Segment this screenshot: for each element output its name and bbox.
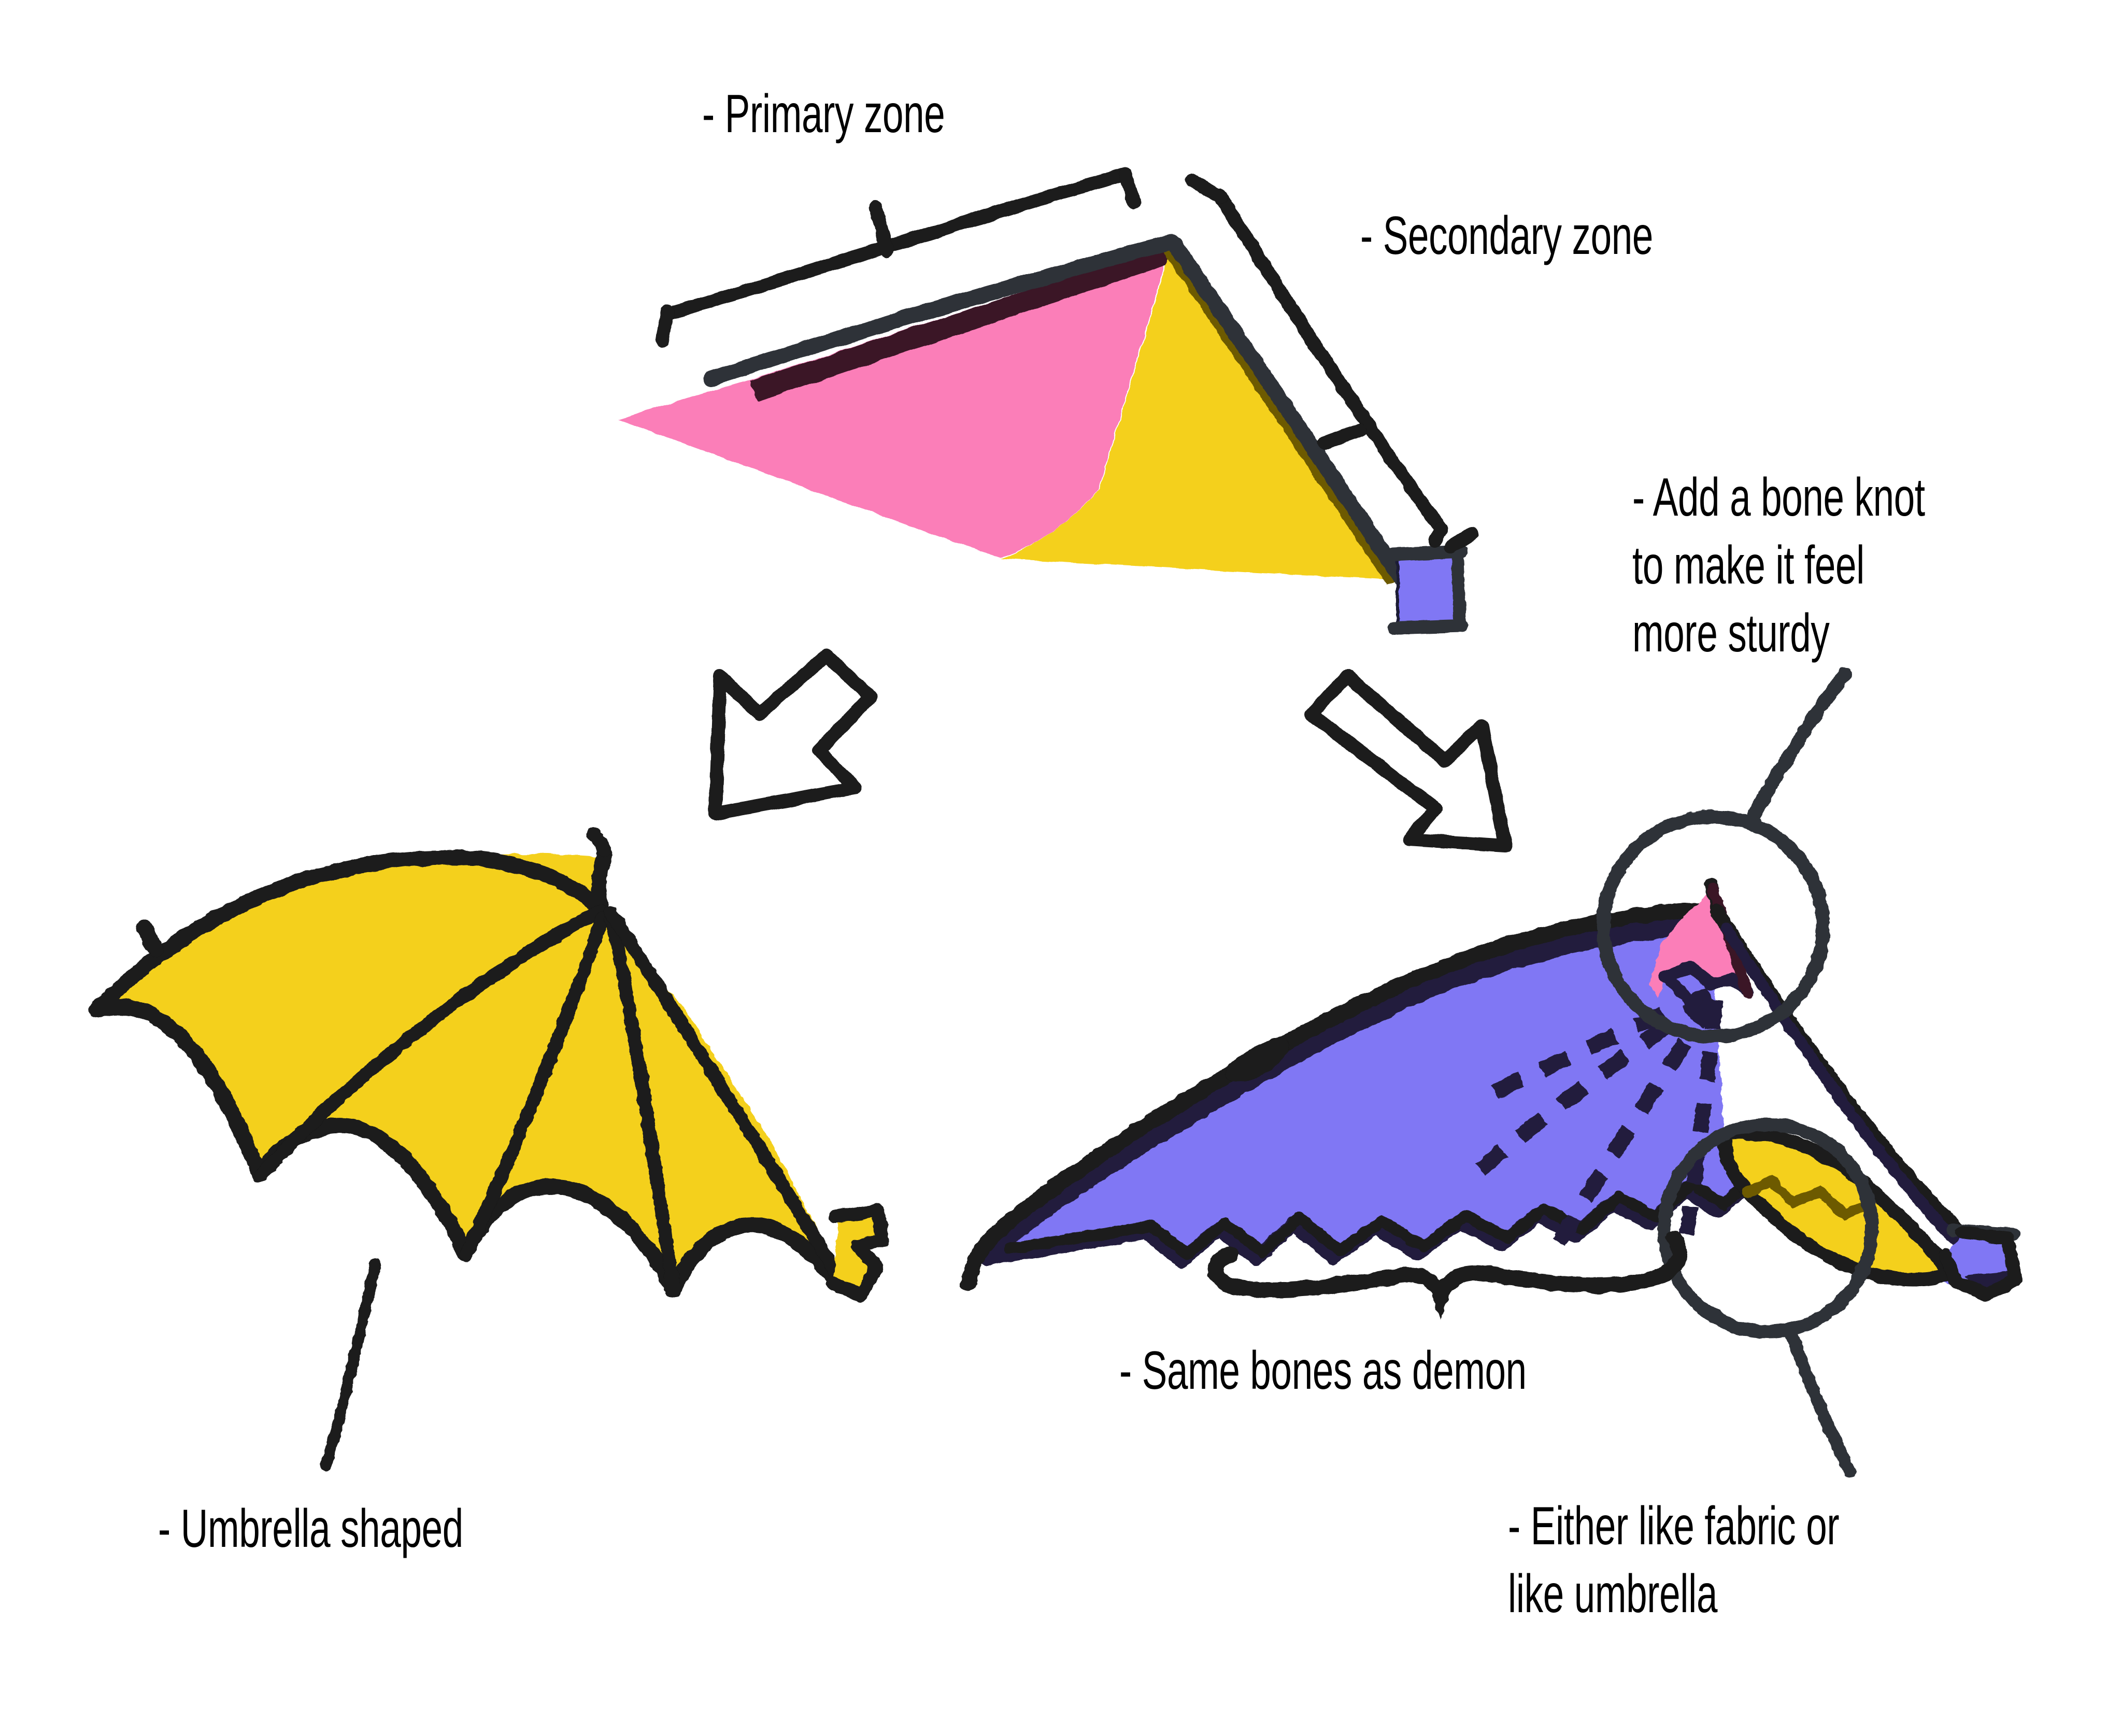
secondary-zone-region [1000,243,1402,580]
fabric-wing-tip [1939,1223,2023,1301]
wing-zone-schematic [618,167,1478,635]
fabric-patch-leader-line [1784,1324,1856,1478]
bone-knot-callout-circle [1597,810,1830,1043]
umbrella-wing-trailing-bone [604,905,850,1292]
primary-zone-measure-bracket [656,167,1141,348]
annotation-bone-knot: - Add a bone knot to make it feel more s… [1632,467,1925,664]
annotation-primary-zone: - Primary zone [702,84,945,144]
same-bones-brace [1207,1231,1688,1320]
fabric-wing-dashed-bone-1 [1489,987,1713,1101]
umbrella-label-leader-line [320,1259,381,1472]
annotation-umbrella-shaped: - Umbrella shaped [158,1499,463,1559]
fabric-wing-dashed-bones [1475,987,1723,1248]
arrow-to-fabric-wing [1304,670,1512,852]
bone-knot-leader-line [1744,667,1852,828]
fabric-wing [960,667,2023,1478]
umbrella-wing [89,827,889,1472]
umbrella-wing-left-nub [136,920,163,957]
annotation-same-bones: - Same bones as demon [1119,1341,1527,1401]
fabric-patch-callout-circle [1658,1118,1878,1339]
fabric-wing-trailing-spar-inner [1720,922,1970,1254]
umbrella-wing-tip-spike [586,827,613,857]
annotation-secondary-zone: - Secondary zone [1360,206,1653,266]
secondary-zone-measure-bracket [1185,174,1478,553]
fabric-wing-dashed-bone-4 [1677,999,1723,1245]
umbrella-wing-bone-1 [254,904,608,1182]
umbrella-wing-tail-hook [827,1204,889,1302]
annotation-fabric-or-umbrella: - Either like fabric or like umbrella [1508,1496,1840,1625]
secondary-leading-bone [1166,236,1409,587]
umbrella-wing-bone-2 [460,910,609,1261]
tip-bone-knot [1386,545,1468,635]
fabric-wing-leading-dab [1225,1038,1290,1083]
primary-zone-shadow [750,243,1176,402]
primary-leading-bone [703,234,1180,387]
fabric-wing-membrane-body [987,913,2011,1291]
primary-zone-region [618,244,1171,557]
arrow-to-umbrella-wing [708,649,877,820]
umbrella-wing-bone-3 [605,912,680,1297]
fabric-wing-yellow-patch [1718,1126,1956,1287]
